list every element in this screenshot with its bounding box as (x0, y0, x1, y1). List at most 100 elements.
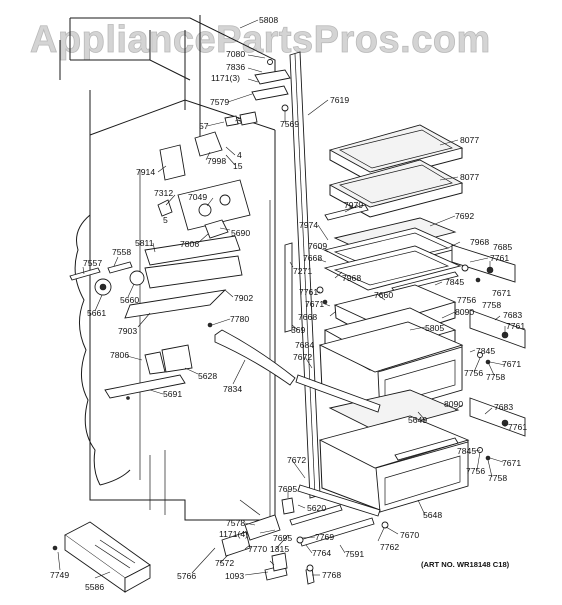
callout-8090-a: 8090 (455, 307, 474, 317)
callout-7557: 7557 (83, 258, 102, 268)
callout-7764: 7764 (312, 548, 331, 558)
callout-7670: 7670 (400, 530, 419, 540)
pan-5648 (318, 415, 470, 513)
callout-7845-a: 7845 (445, 277, 464, 287)
callout-7758-c: 7758 (488, 473, 507, 483)
callout-7834: 7834 (223, 384, 242, 394)
callout-7579: 7579 (210, 97, 229, 107)
callout-7692: 7692 (455, 211, 474, 221)
callout-7806-top: 7806 (180, 239, 199, 249)
callout-7902: 7902 (234, 293, 253, 303)
callout-4: 4 (237, 150, 242, 160)
callout-7672-a: 7672 (293, 352, 312, 362)
callout-3: 3 (237, 116, 242, 126)
callout-7569: 7569 (280, 119, 299, 129)
glass-shelf-2 (328, 159, 464, 218)
callout-5: 5 (163, 215, 168, 225)
callout-7609: 7609 (308, 241, 327, 251)
callout-369: 369 (291, 325, 306, 335)
callout-1093: 1093 (225, 571, 244, 581)
callout-7695-top: 7695 (278, 484, 297, 494)
callout-7806-mid: 7806 (110, 350, 129, 360)
callout-7974: 7974 (299, 220, 318, 230)
callout-7762: 7762 (380, 542, 399, 552)
callout-5811: 5811 (135, 238, 154, 248)
callout-7685: 7685 (493, 242, 512, 252)
callout-5620: 5620 (307, 503, 326, 513)
callout-7758-b: 7758 (486, 372, 505, 382)
callout-5661: 5661 (87, 308, 106, 318)
callout-7768: 7768 (322, 570, 341, 580)
bottom-hinge-group (221, 497, 375, 585)
callout-7080: 7080 (226, 49, 245, 59)
callout-7761-d: 7761 (508, 422, 527, 432)
callout-7968-mid: 7968 (342, 273, 361, 283)
callout-7578: 7578 (226, 518, 245, 528)
top-hinge-group (224, 59, 291, 127)
callout-7756-a: 7756 (457, 295, 476, 305)
callout-7761-b: 7761 (299, 287, 318, 297)
callout-8090-b: 8090 (444, 399, 463, 409)
callout-7836: 7836 (226, 62, 245, 72)
callout-7671-a: 7671 (492, 288, 511, 298)
callout-7049: 7049 (188, 192, 207, 202)
callout-7770: 7770 (248, 544, 267, 554)
callout-7845-b: 7845 (476, 346, 495, 356)
callout-7558: 7558 (112, 247, 131, 257)
slide-rails (284, 242, 526, 517)
callout-7979: 7979 (344, 200, 363, 210)
callout-7683-b: 7683 (494, 402, 513, 412)
callout-7672-b: 7672 (287, 455, 306, 465)
callout-7668-top: 7668 (303, 253, 322, 263)
callout-7668-bot: 7668 (298, 312, 317, 322)
callout-7845-c: 7845 (457, 446, 476, 456)
control-housing (157, 131, 251, 239)
callout-5649: 5649 (408, 415, 427, 425)
callout-7761-c: 7761 (506, 321, 525, 331)
callout-7671-b: 7671 (305, 299, 324, 309)
callout-7769: 7769 (315, 532, 334, 542)
callout-7591: 7591 (345, 549, 364, 559)
callout-1315: 1315 (270, 544, 289, 554)
callout-7572: 7572 (215, 558, 234, 568)
callout-7271: 7271 (293, 266, 312, 276)
callout-5628: 5628 (198, 371, 217, 381)
callout-5648: 5648 (423, 510, 442, 520)
callout-7761-a: 7761 (490, 253, 509, 263)
glass-shelf-5649 (328, 389, 460, 433)
watermark-text: AppliancePartsPros.com (30, 19, 491, 61)
callout-7683-a: 7683 (503, 310, 522, 320)
callout-5805: 5805 (425, 323, 444, 333)
callout-7684: 7684 (295, 340, 314, 350)
callout-1171-3: 1171(3) (211, 73, 240, 83)
callout-7998: 7998 (207, 156, 226, 166)
callout-5808: 5808 (259, 15, 278, 25)
art-number: (ART NO. WR18148 C18) (421, 560, 510, 569)
cover-7834 (214, 329, 296, 386)
leader-lines (57, 19, 506, 579)
callout-7756-c: 7756 (466, 466, 485, 476)
callout-7749: 7749 (50, 570, 69, 580)
grille-box-5586 (52, 521, 151, 593)
callout-8077-top: 8077 (460, 135, 479, 145)
callout-7312: 7312 (154, 188, 173, 198)
callout-57: 57 (199, 121, 209, 131)
callout-5691: 5691 (163, 389, 182, 399)
callout-15: 15 (233, 161, 243, 171)
callout-7780: 7780 (230, 314, 249, 324)
callout-7758-a: 7758 (482, 300, 501, 310)
callout-7695-bot: 7695 (273, 533, 292, 543)
callout-labels: 5808 7080 7836 1171(3) 7579 7619 57 3 75… (50, 15, 527, 592)
callout-7671-c: 7671 (502, 359, 521, 369)
callout-7968-top: 7968 (470, 237, 489, 247)
callout-7619: 7619 (330, 95, 349, 105)
callout-7903: 7903 (118, 326, 137, 336)
cover-frame-7968 (323, 245, 462, 291)
callout-5766: 5766 (177, 571, 196, 581)
callout-7914: 7914 (136, 167, 155, 177)
callout-7671-d: 7671 (502, 458, 521, 468)
callout-5586: 5586 (85, 582, 104, 592)
callout-7756-b: 7756 (464, 368, 483, 378)
